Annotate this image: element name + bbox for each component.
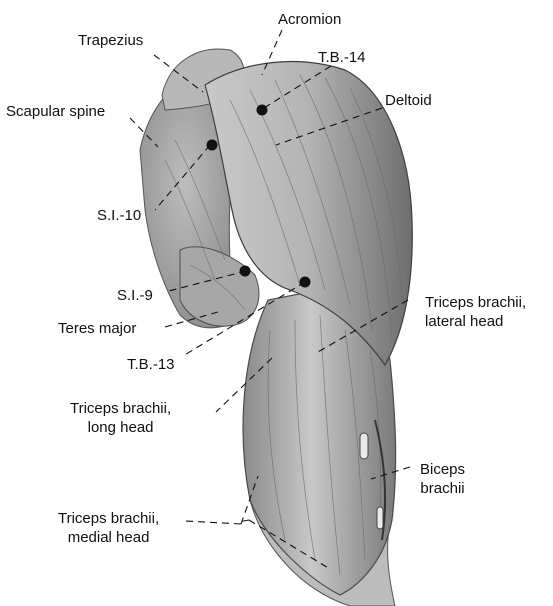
label-triceps-medial-line1: Triceps brachii, — [58, 509, 159, 528]
point-si-10 — [207, 140, 218, 151]
label-triceps-long-line2: long head — [70, 418, 171, 437]
label-tb-14: T.B.-14 — [318, 48, 366, 67]
label-triceps-lateral-line1: Triceps brachii, — [425, 293, 526, 312]
label-scapular-spine: Scapular spine — [6, 102, 105, 121]
point-si-9 — [240, 266, 251, 277]
label-trapezius: Trapezius — [78, 31, 143, 50]
point-tb-14 — [257, 105, 268, 116]
label-biceps: Biceps brachii — [420, 460, 465, 498]
label-triceps-lateral: Triceps brachii, lateral head — [425, 293, 526, 331]
label-si-10: S.I.-10 — [97, 206, 141, 225]
label-biceps-line2: brachii — [420, 479, 465, 498]
label-biceps-line1: Biceps — [420, 460, 465, 479]
label-triceps-lateral-line2: lateral head — [425, 312, 526, 331]
label-deltoid: Deltoid — [385, 91, 432, 110]
label-teres-major: Teres major — [58, 319, 136, 338]
label-triceps-long-line1: Triceps brachii, — [70, 399, 171, 418]
label-triceps-long: Triceps brachii, long head — [70, 399, 171, 437]
label-triceps-medial-line2: medial head — [58, 528, 159, 547]
biceps-vein — [360, 433, 368, 459]
teres-major — [180, 247, 259, 326]
label-acromion: Acromion — [278, 10, 341, 29]
label-tb-13: T.B.-13 — [127, 355, 175, 374]
point-tb-13 — [300, 277, 311, 288]
biceps-vein-lower — [377, 507, 383, 529]
label-si-9: S.I.-9 — [117, 286, 153, 305]
label-triceps-medial: Triceps brachii, medial head — [58, 509, 159, 547]
